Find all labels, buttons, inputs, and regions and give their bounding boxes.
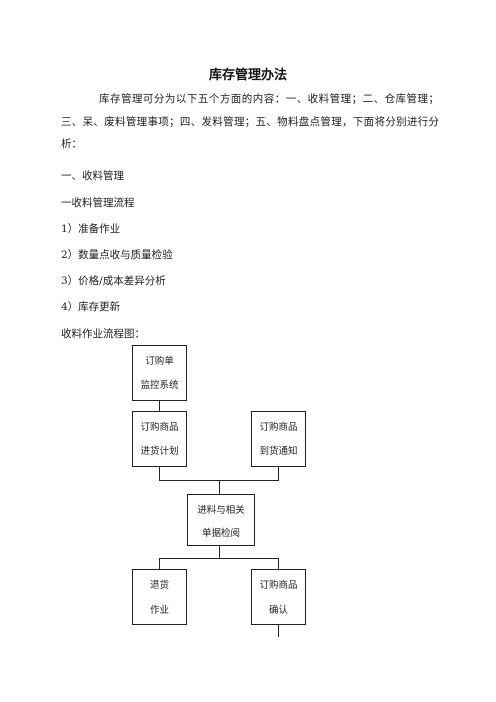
connector-line: [278, 467, 279, 480]
flow-box-text: 进货计划: [140, 446, 179, 457]
connector-line: [219, 480, 220, 494]
document-title: 库存管理办法: [208, 68, 287, 83]
flow-box-text: 订购商品: [259, 422, 298, 433]
flow-box-goods-confirmation: 订购商品 确认: [251, 569, 306, 625]
flow-box-receiving-review: 进料与相关 单据检阅: [187, 494, 255, 546]
flow-box-text: 进料与相关: [197, 505, 245, 516]
flow-box-purchase-plan: 订购商品 进货计划: [132, 411, 187, 467]
flow-box-order-monitor: 订购单 监控系统: [132, 345, 187, 401]
flow-box-text: 订购商品: [259, 580, 298, 591]
subsection-heading: 一收料管理流程: [61, 197, 135, 209]
step-item: 1）准备作业: [61, 223, 121, 235]
flow-box-return-operation: 退货 作业: [132, 569, 187, 625]
flow-box-text: 订购单: [145, 356, 174, 367]
connector-line: [159, 467, 160, 480]
connector-line: [159, 558, 160, 569]
connector-line: [278, 625, 279, 637]
flow-box-text: 单据检阅: [201, 528, 240, 539]
flowchart-caption: 收料作业流程图：: [61, 328, 145, 340]
step-item: 4）库存更新: [61, 301, 121, 313]
connector-line: [159, 401, 160, 411]
section-heading: 一、收料管理: [61, 170, 124, 182]
connector-line: [219, 546, 220, 558]
flow-box-text: 订购商品: [140, 422, 179, 433]
flow-box-text: 到货通知: [259, 446, 298, 457]
step-item: 3）价格/成本差异分析: [61, 275, 166, 287]
flow-box-text: 确认: [268, 605, 288, 616]
flow-box-text: 监控系统: [140, 380, 179, 391]
connector-line: [278, 558, 279, 569]
flow-box-text: 作业: [149, 605, 169, 616]
connector-line: [159, 558, 279, 559]
flow-box-text: 退货: [149, 580, 169, 591]
step-item: 2）数量点收与质量检验: [61, 249, 173, 261]
flow-box-arrival-notice: 订购商品 到货通知: [251, 411, 306, 467]
intro-paragraph: 库存管理可分为以下五个方面的内容：一、收料管理；二、仓库管理；三、呆、废料管理事…: [61, 93, 439, 150]
